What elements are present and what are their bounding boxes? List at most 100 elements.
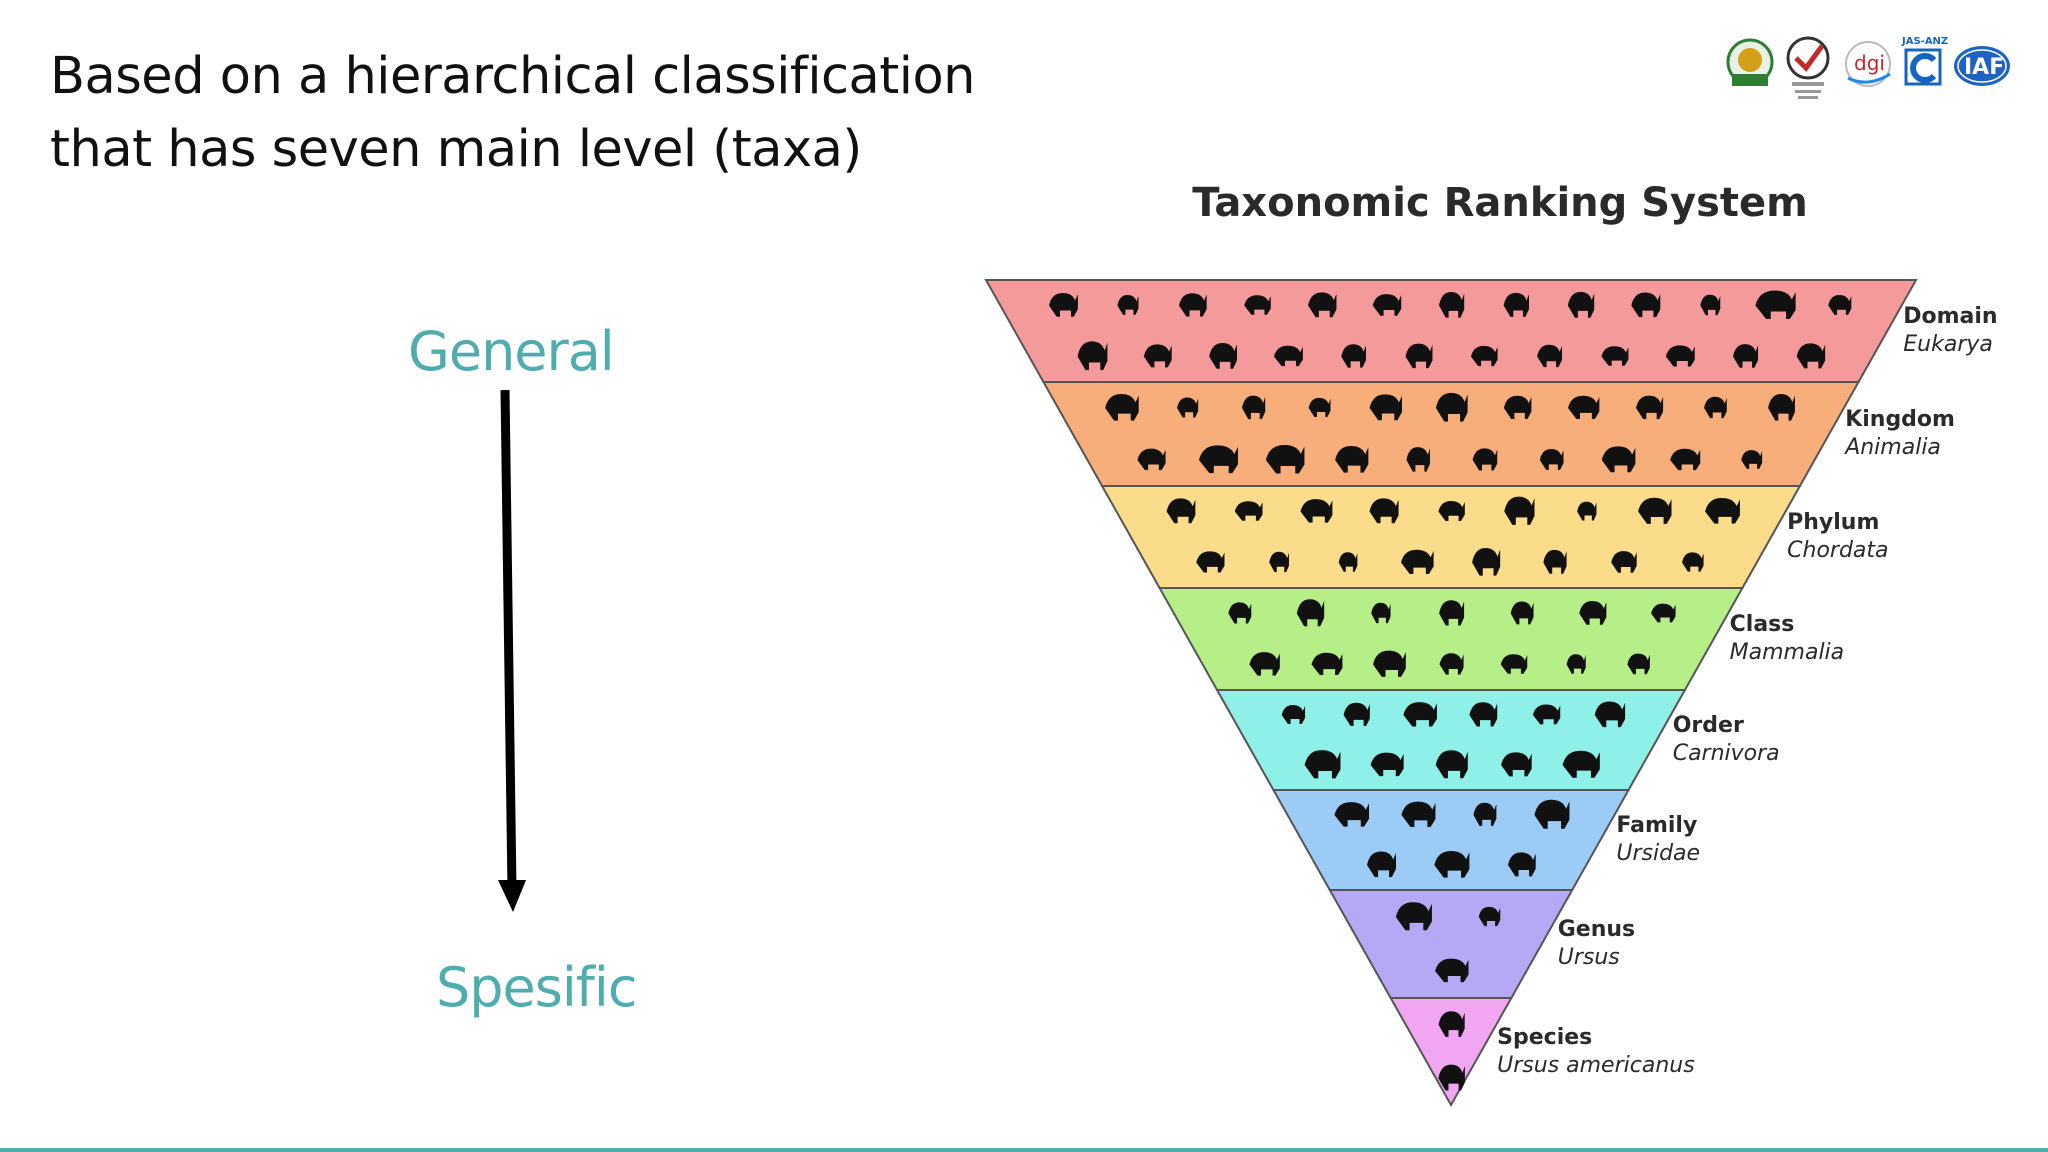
animal-silhouettes-phylum [1166, 496, 1740, 576]
animal-silhouette-icon [1435, 958, 1469, 983]
rank-taxon: Eukarya [1903, 332, 1993, 357]
animal-silhouettes-species [1438, 1011, 1465, 1091]
animal-silhouette-icon [1249, 652, 1280, 676]
dgi-logo-icon: dgi [1845, 41, 1891, 87]
rank-taxon: Mammalia [1729, 640, 1845, 665]
animal-silhouette-icon [1796, 343, 1826, 369]
pyramid-band-species [1388, 997, 1514, 1108]
rank-name: Species [1497, 1024, 1593, 1050]
jas-anz-text: JAS-ANZ [1901, 36, 1948, 47]
quality-approved-seal-icon [1786, 36, 1830, 99]
animal-silhouette-icon [1269, 551, 1289, 573]
animal-silhouette-icon [1296, 599, 1325, 627]
animal-silhouettes-family [1334, 799, 1570, 878]
animal-silhouette-icon [1478, 906, 1501, 927]
animal-silhouette-icon [1472, 547, 1501, 576]
animal-silhouette-icon [1539, 448, 1564, 470]
animal-silhouette-icon [1281, 705, 1306, 724]
animal-silhouette-icon [1228, 602, 1252, 624]
halal-seal-icon [1726, 38, 1774, 86]
iaf-logo-text: IAF [1964, 55, 2004, 80]
animal-silhouette-icon [1300, 499, 1333, 523]
animal-silhouette-icon [1611, 551, 1637, 573]
animal-silhouette-icon [1304, 750, 1341, 779]
animal-silhouette-icon [1177, 397, 1199, 418]
animal-silhouette-icon [1367, 851, 1396, 878]
animal-silhouette-icon [1406, 447, 1430, 472]
animal-silhouette-icon [1473, 802, 1497, 827]
animal-silhouette-icon [1534, 799, 1570, 829]
label-general: General [408, 320, 615, 383]
animal-silhouette-icon [1143, 344, 1172, 368]
animal-silhouettes-domain [1048, 290, 1852, 371]
animal-silhouette-icon [1627, 653, 1650, 675]
animal-silhouette-icon [1048, 292, 1078, 317]
footer-divider [0, 1148, 2048, 1152]
animal-silhouette-icon [1438, 500, 1465, 521]
animal-silhouette-icon [1700, 294, 1721, 316]
animal-silhouette-icon [1273, 345, 1303, 367]
rank-taxon: Ursus americanus [1497, 1052, 1695, 1078]
animal-silhouette-icon [1117, 295, 1139, 315]
animal-silhouette-icon [1636, 395, 1664, 420]
animal-silhouette-icon [1178, 293, 1207, 317]
animal-silhouette-icon [1308, 397, 1331, 418]
rank-taxon: Ursus [1557, 945, 1620, 970]
animal-silhouettes-class [1228, 599, 1676, 677]
animal-silhouette-icon [1472, 448, 1498, 471]
animal-silhouette-icon [1372, 294, 1402, 316]
rank-name: Genus [1557, 917, 1636, 942]
animal-silhouette-icon [1335, 446, 1369, 473]
animal-silhouette-icon [1631, 292, 1661, 318]
animal-silhouette-icon [1198, 445, 1238, 474]
animal-silhouette-icon [1705, 498, 1740, 524]
animal-silhouette-icon [1242, 395, 1266, 420]
animal-silhouette-icon [1439, 600, 1465, 626]
rank-taxon: Animalia [1845, 435, 1941, 460]
animal-silhouette-icon [1768, 394, 1795, 421]
animal-silhouette-icon [1562, 750, 1600, 778]
rank-name: Family [1616, 813, 1698, 838]
animal-silhouette-icon [1196, 551, 1225, 573]
animal-silhouettes-genus [1395, 902, 1501, 983]
animal-silhouette-icon [1311, 652, 1343, 676]
animal-silhouette-icon [1566, 654, 1586, 674]
animal-silhouette-icon [1439, 292, 1465, 318]
animal-silhouette-icon [1369, 498, 1399, 524]
animal-silhouette-icon [1401, 801, 1436, 828]
animal-silhouette-icon [1371, 602, 1391, 624]
animal-silhouette-icon [1741, 450, 1763, 469]
animal-silhouette-icon [1308, 292, 1337, 318]
animal-silhouette-icon [1543, 549, 1567, 574]
animal-silhouette-icon [1435, 750, 1468, 779]
animal-silhouette-icon [1137, 448, 1166, 471]
animal-silhouette-icon [1166, 498, 1196, 524]
animal-silhouette-icon [1400, 549, 1434, 575]
animal-silhouette-icon [1638, 497, 1672, 524]
diagram-title: Taxonomic Ranking System [1192, 180, 1808, 226]
animal-silhouette-icon [1579, 601, 1607, 625]
animal-silhouette-icon [1105, 393, 1139, 421]
animal-silhouette-icon [1434, 850, 1470, 878]
rank-name: Order [1672, 713, 1744, 738]
animal-silhouette-icon [1532, 704, 1561, 725]
animal-silhouette-icon [1438, 1011, 1465, 1037]
rank-name: Phylum [1787, 510, 1880, 535]
title-line-1: Based on a hierarchical classification [50, 47, 976, 106]
animal-silhouette-icon [1439, 653, 1464, 675]
animal-silhouette-icon [1732, 344, 1759, 368]
animal-silhouette-icon [1594, 701, 1626, 728]
animal-silhouette-icon [1828, 295, 1852, 315]
animal-silhouettes-kingdom [1105, 392, 1795, 474]
jas-anz-logo-icon: JAS-ANZ [1901, 36, 1948, 86]
animal-silhouette-icon [1568, 395, 1600, 420]
animal-silhouette-icon [1343, 702, 1370, 727]
animal-silhouette-icon [1507, 852, 1536, 877]
